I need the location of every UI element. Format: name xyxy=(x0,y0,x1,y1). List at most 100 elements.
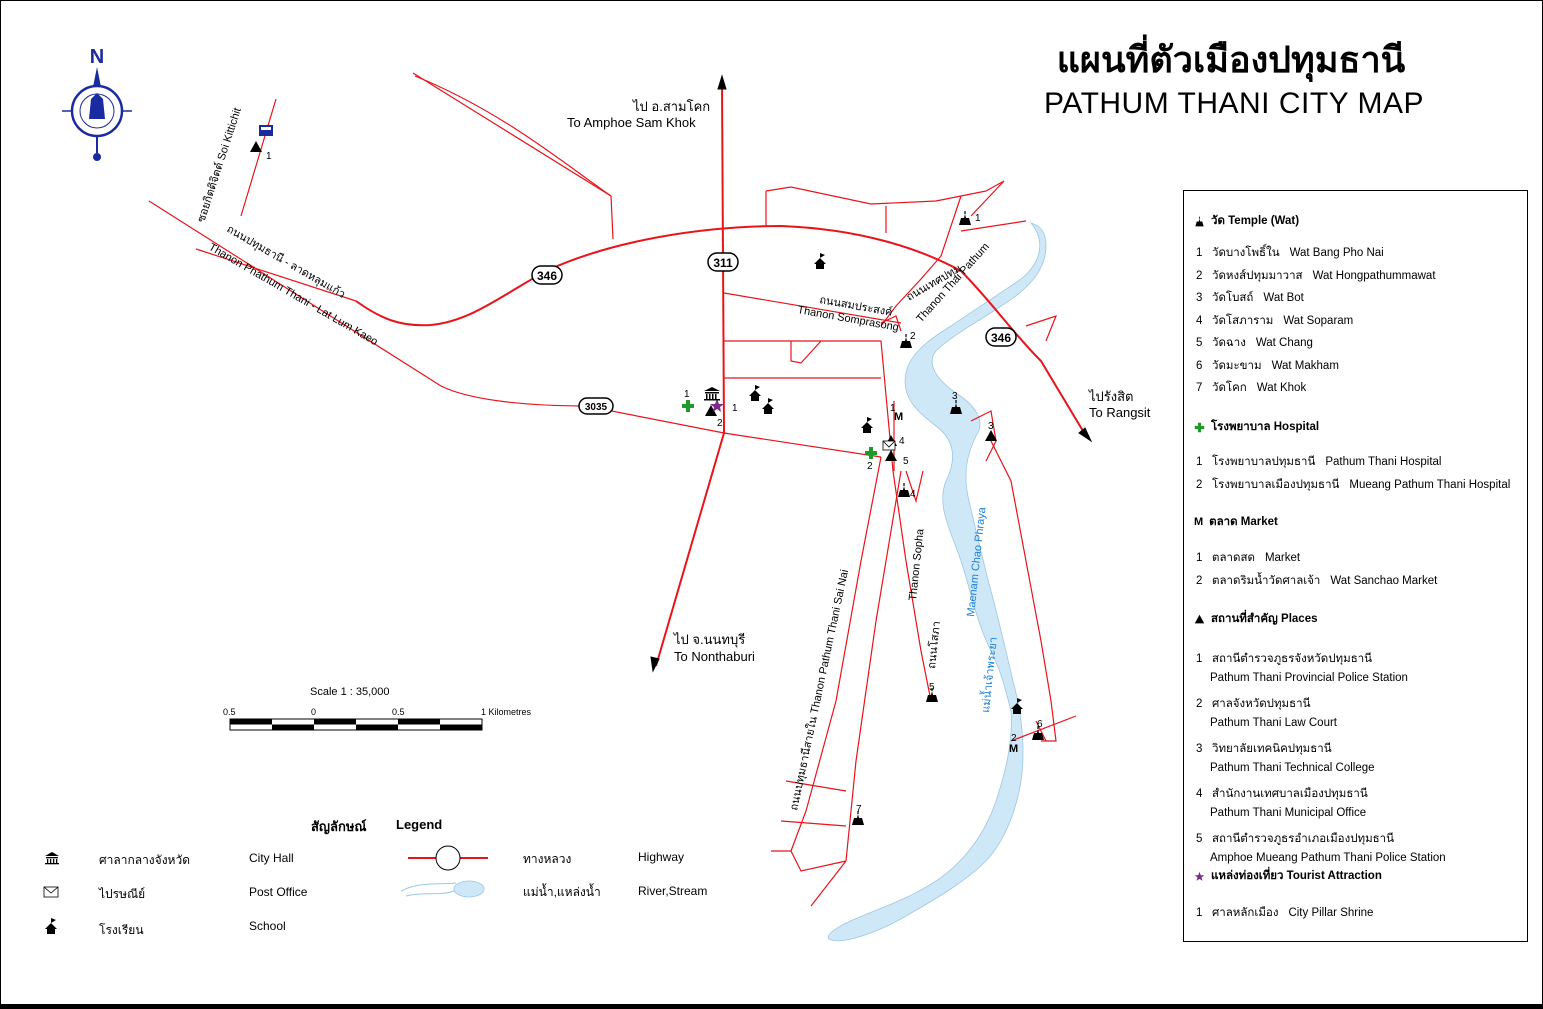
scale-tick: 0 xyxy=(311,707,316,717)
place-number: 5 xyxy=(903,456,909,467)
legend-row-english: Wat Khok xyxy=(1256,382,1307,394)
legend-row-number: 5 xyxy=(1196,337,1203,349)
legend-row-english: Wat Soparam xyxy=(1283,314,1354,327)
place-triangle-icon xyxy=(1194,614,1205,623)
hwy-shield-3035: 3035 xyxy=(578,397,614,415)
legend-row-number: 2 xyxy=(1196,698,1203,710)
school-en: School xyxy=(249,919,286,933)
to-nonthaburi-th: ไป จ.นนทบุรี xyxy=(673,632,745,648)
legend-row-english: Wat Bang Pho Nai xyxy=(1289,247,1384,259)
bottom-legend-symbols xyxy=(43,845,488,934)
temple-number: 2 xyxy=(910,331,916,342)
school-icon xyxy=(45,918,57,934)
river-symbol xyxy=(400,880,485,898)
place-triangle-icon xyxy=(250,141,262,152)
temple-number: 1 xyxy=(975,213,981,224)
legend-row: 7 วัดโคก Wat Khok xyxy=(1196,379,1306,397)
place-number: 3 xyxy=(988,421,994,432)
legend-row-thai: ตลาดริมน้ำวัดศาลเจ้า xyxy=(1212,574,1321,587)
legend-row: 3 วิทยาลัยเทคนิคปทุมธานี xyxy=(1196,740,1332,758)
legend-hospital-head: โรงพยาบาล Hospital xyxy=(1194,418,1319,436)
legend-row-english: Mueang Pathum Thani Hospital xyxy=(1349,478,1511,491)
legend-tourist-head: แหล่งท่องเที่ยว Tourist Attraction xyxy=(1194,867,1382,885)
legend-row-number: 1 xyxy=(1196,653,1203,665)
legend-panel: วัด Temple (Wat) 1 วัดบางโพธิ์ใน Wat Bang … xyxy=(1183,190,1528,942)
hospital-number: 1 xyxy=(684,389,690,400)
to-rangsit-en: To Rangsit xyxy=(1089,405,1151,420)
legend-row-number: 7 xyxy=(1196,382,1203,394)
svg-text:346: 346 xyxy=(991,331,1011,345)
highway-en: Highway xyxy=(638,850,685,864)
market-m-icon: M xyxy=(1009,743,1018,755)
legend-row-english: Wat Sanchao Market xyxy=(1330,574,1438,587)
roads xyxy=(148,72,1087,907)
school-th: โรงเรียน xyxy=(99,923,144,937)
temple-number: 4 xyxy=(910,489,916,500)
to-sam-khok-en: To Amphoe Sam Khok xyxy=(567,115,696,130)
legend-row-number: 4 xyxy=(1196,314,1203,327)
temple-number: 6 xyxy=(1037,719,1043,730)
legend-row-english: Wat Bot xyxy=(1263,292,1304,304)
city-hall-icon xyxy=(704,387,720,401)
market-m-icon: M xyxy=(894,411,903,423)
temple-icon xyxy=(1195,216,1204,226)
legend-heading-th: สัญลักษณ์ xyxy=(311,819,367,834)
bus-station-icon xyxy=(259,125,273,136)
legend-row-number: 3 xyxy=(1196,743,1203,755)
soi-kittichit-label: ซอยกิตติจิตต์ Soi Kittichit xyxy=(194,106,243,224)
legend-row-english: Pathum Thani Hospital xyxy=(1325,456,1442,468)
sai-nai-label: ถนนปทุมธานีสายใน Thanon Pathum Thani Sai… xyxy=(787,568,851,811)
school-icon xyxy=(749,385,761,401)
market-number: 1 xyxy=(890,403,896,414)
north-compass-icon: N xyxy=(62,46,132,161)
scale-tick: 0.5 xyxy=(392,707,405,717)
legend-row-english: Amphoe Mueang Pathum Thani Police Statio… xyxy=(1210,852,1446,864)
sopha-th-label: ถนนโสภา xyxy=(924,620,943,669)
legend-row-number: 1 xyxy=(1196,247,1203,259)
scale-tick: 0.5 xyxy=(223,707,236,717)
scale-tick: 1 Kilometres xyxy=(481,707,532,717)
scale-label: Scale 1 : 35,000 xyxy=(310,686,390,698)
hwy-shield-346-east: 346 xyxy=(985,327,1017,347)
hospital-number: 2 xyxy=(867,461,873,472)
sopha-en-label: Thanon Sopha xyxy=(907,527,927,601)
legend-row-thai: สำนักงานเทศบาลเมืองปทุมธานี xyxy=(1212,788,1368,800)
post-th: ไปรษณีย์ xyxy=(99,887,146,901)
legend-row-thai: ศาลหลักเมือง xyxy=(1212,907,1279,919)
hospital-cross-icon xyxy=(1194,422,1205,432)
legend-row-english: Pathum Thani Technical College xyxy=(1210,762,1375,774)
svg-text:N: N xyxy=(90,46,104,68)
legend-row-thai: วัดบางโพธิ์ใน xyxy=(1212,247,1280,259)
to-rangsit-th: ไปรังสิต xyxy=(1088,389,1134,404)
legend-row-english: City Pillar Shrine xyxy=(1288,907,1374,919)
hwy-shield-346-west: 346 xyxy=(531,265,563,285)
legend-row-english: Pathum Thani Law Court xyxy=(1210,717,1337,729)
river-th-label: แม่น้ำเจ้าพระยา xyxy=(977,636,1000,713)
legend-places-head: สถานที่สำคัญ Places xyxy=(1194,610,1318,628)
title-english: PATHUM THANI CITY MAP xyxy=(1044,87,1424,120)
temple-number: 3 xyxy=(952,391,958,402)
legend-temple-head: วัด Temple (Wat) xyxy=(1194,212,1299,230)
river-en: River,Stream xyxy=(638,884,708,898)
legend-heading-en: Legend xyxy=(396,817,443,832)
cityhall-en: City Hall xyxy=(249,851,294,865)
legend-row-number: 6 xyxy=(1196,359,1203,372)
chao-phraya-river xyxy=(827,222,1047,942)
legend-row-number: 1 xyxy=(1196,552,1203,564)
legend-row-english: Wat Hongpathummawat xyxy=(1312,269,1436,282)
school-icon xyxy=(861,417,873,433)
temple-number: 5 xyxy=(929,682,935,693)
legend-row-thai: วัดโคก xyxy=(1212,382,1247,394)
legend-row-number: 2 xyxy=(1196,478,1203,491)
city-hall-icon xyxy=(45,852,59,865)
legend-row-thai: วิทยาลัยเทคนิคปทุมธานี xyxy=(1212,743,1332,755)
river-th: แม่น้ำ,แหล่งน้ำ xyxy=(523,885,601,899)
temple-icon xyxy=(898,483,910,497)
